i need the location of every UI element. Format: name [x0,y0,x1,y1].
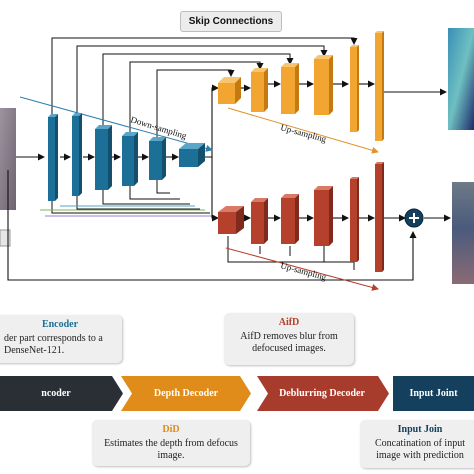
depth-block-3 [281,63,299,114]
aifd-card-text: AifD removes blur from defocused images. [240,331,338,354]
pipeline-deblur-shape [257,376,389,411]
deblur-block-3 [281,194,299,244]
joint-card-text: Concatination of input image with predic… [375,438,465,461]
pipeline-joint-shape [393,376,474,411]
encoder-block-1 [48,114,58,201]
pipeline-chevrons [0,376,474,411]
deblur-block-2 [251,198,268,244]
encoder-blocks [48,113,205,201]
deblur-block-6 [375,162,384,272]
joint-plus-node [404,208,424,228]
deblur-decoder-blocks [218,162,384,272]
up-sampling-arrow-top [227,107,379,154]
pipeline-encoder-shape [0,376,123,411]
up-sampling-arrow-bottom [225,247,379,291]
encoder-block-3 [95,125,112,190]
encoder-block-6 [179,143,205,167]
did-card-text: Estimates the depth from defocus image. [104,438,238,461]
joint-card: Input Join Concatination of input image … [360,420,474,468]
up-sampling-label-bottom: Up-sampling [279,260,327,282]
encoder-block-2 [72,113,82,196]
depth-block-5 [350,45,359,132]
deblur-block-4 [314,186,333,246]
flow-arrows [7,80,451,281]
aifd-card: AifD AifD removes blur from defocused im… [224,313,354,365]
down-sampling-arrow [19,96,213,152]
pipeline-encoder-label: ncoder [41,388,71,399]
skip-color-lines [40,205,215,217]
pipeline-depth-label: Depth Decoder [153,388,219,399]
encoder-card-text: der part corresponds to a DenseNet-121. [4,333,103,356]
up-sampling-label-top: Up-sampling [279,122,327,144]
did-card-title: DiD [162,424,180,435]
deblur-block-1 [218,206,244,234]
pipeline-deblur-label: Deblurring Decoder [279,388,365,399]
pipeline-joint-label: Input Joint [409,388,458,399]
encoder-block-4 [122,132,138,186]
encoder-card-title: Encoder [41,319,79,330]
did-card: DiD Estimates the depth from defocus ima… [92,420,250,466]
pipeline-depth-shape [121,376,251,411]
encoder-block-5 [149,137,166,180]
depth-block-6 [375,31,384,141]
input-image-label-box [0,229,11,247]
depth-output-image [448,28,474,130]
joint-card-title: Input Join [397,424,443,435]
encoder-card: Encoder der part corresponds to a DenseN… [0,315,122,363]
depth-block-4 [314,55,333,115]
aifd-card-title: AifD [278,317,300,328]
depth-decoder-blocks [218,31,384,141]
input-image [0,108,16,210]
deblur-block-5 [350,177,359,262]
depth-block-2 [251,68,268,112]
skip-connections-label: Skip Connections [180,11,282,32]
deblurred-output-image [452,182,474,284]
depth-block-1 [218,77,241,104]
skip-connection-lines [51,37,358,270]
